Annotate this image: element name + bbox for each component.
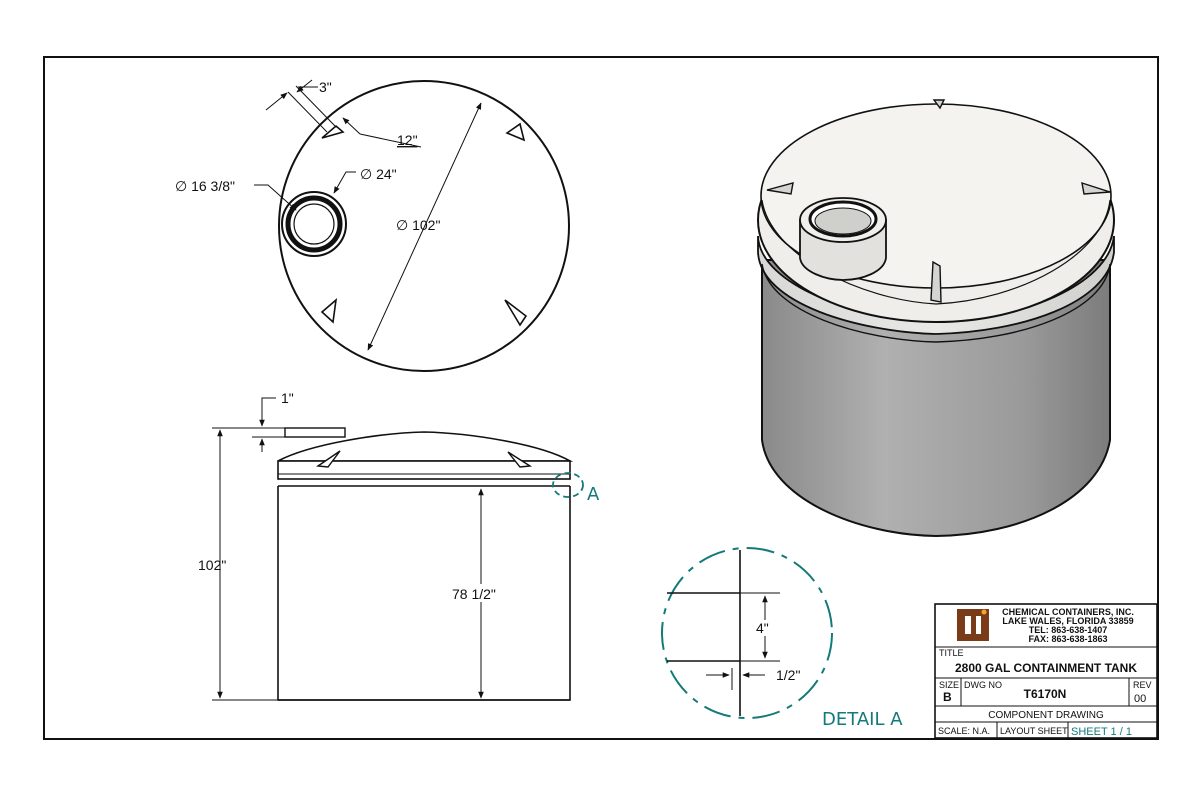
dim-lug-offset xyxy=(342,117,422,148)
company-tel: TEL: 863-638-1407 xyxy=(1029,625,1108,635)
dim-tank-diameter-text: ∅ 102" xyxy=(396,217,440,233)
dim-line-diameter xyxy=(367,102,482,351)
detail-a-profile xyxy=(667,550,741,716)
title-label: TITLE xyxy=(939,648,964,658)
top-lugs xyxy=(320,122,528,327)
side-fitting xyxy=(284,427,346,438)
drawing-title: 2800 GAL CONTAINMENT TANK xyxy=(955,661,1137,675)
company-name: CHEMICAL CONTAINERS, INC. xyxy=(1002,607,1134,617)
iso-fitting xyxy=(799,197,887,281)
size-label: SIZE xyxy=(939,680,959,690)
tank-sidewall xyxy=(277,486,571,701)
dwg-no-value: T6170N xyxy=(1024,687,1067,701)
leader-fitting-inner xyxy=(254,184,297,211)
detail-a-callout-circle xyxy=(552,472,584,498)
dim-step-height-text: 4" xyxy=(756,620,769,636)
dim-overall-height-text: 102" xyxy=(198,557,226,573)
tank-dome xyxy=(277,431,574,462)
top-fitting xyxy=(281,191,347,257)
isometric-view xyxy=(757,99,1115,538)
dwg-no-label: DWG NO xyxy=(964,680,1002,690)
dim-line-fitting-height xyxy=(259,397,276,427)
detail-a-callout-letter: A xyxy=(587,484,600,505)
side-lugs xyxy=(316,450,533,468)
company-fax: FAX: 863-638-1863 xyxy=(1028,634,1107,644)
layout-text: LAYOUT SHEET xyxy=(1000,726,1068,736)
company-address: LAKE WALES, FLORIDA 33859 xyxy=(1002,616,1133,626)
company-logo xyxy=(957,609,989,641)
drawing-type: COMPONENT DRAWING xyxy=(988,710,1104,721)
top-view: 3" 12" ∅ 16 3/8" ∅ 24" ∅ 102" xyxy=(175,79,570,372)
detail-a-circle xyxy=(661,547,833,719)
dim-step-depth-text: 1/2" xyxy=(776,667,800,683)
dim-fitting-inner-text: ∅ 16 3/8" xyxy=(175,178,235,194)
dim-lug-width xyxy=(265,79,336,133)
sheet-text: SHEET 1 / 1 xyxy=(1071,726,1132,738)
dim-fitting-outer-text: ∅ 24" xyxy=(360,166,397,182)
detail-a-label: DETAIL A xyxy=(822,709,903,730)
leader-fitting-outer xyxy=(333,171,356,194)
title-block: CHEMICAL CONTAINERS, INC. LAKE WALES, FL… xyxy=(934,603,1158,739)
size-value: B xyxy=(943,690,952,704)
side-view: A 1" 102" 78 1/2" xyxy=(198,390,600,701)
dim-fitting-height-text: 1" xyxy=(281,390,294,406)
dim-lug-offset-text: 12" xyxy=(397,132,418,148)
rev-label: REV xyxy=(1133,680,1152,690)
dim-lug-width-text: 3" xyxy=(319,79,332,95)
detail-a-view: 4" 1/2" DETAIL A xyxy=(661,547,903,730)
iso-lugs xyxy=(766,99,1111,303)
rev-value: 00 xyxy=(1134,693,1146,705)
dim-sidewall-height-text: 78 1/2" xyxy=(452,586,496,602)
sheet-border xyxy=(43,56,1159,740)
scale-text: SCALE: N.A. xyxy=(938,726,990,736)
